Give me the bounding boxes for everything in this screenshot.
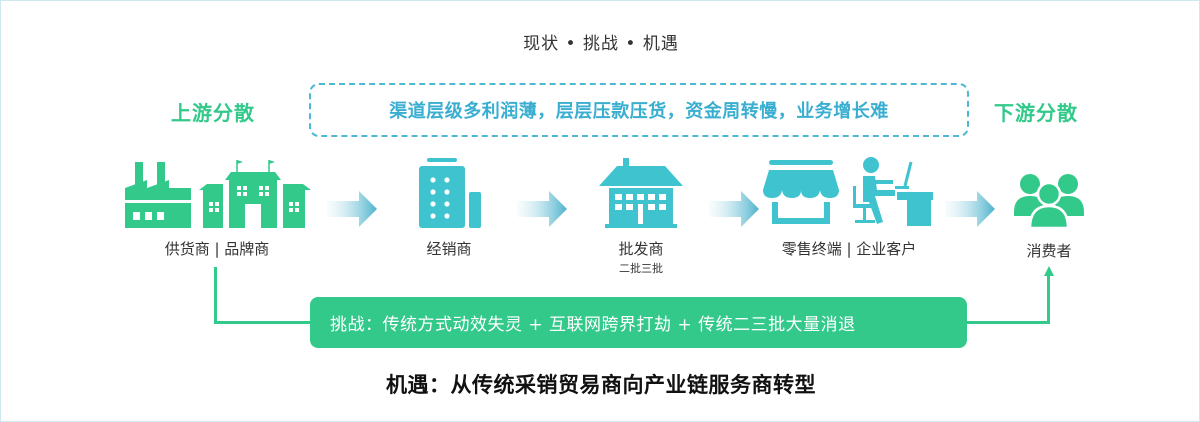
node-supplier-brand: 供货商 | 品牌商 bbox=[119, 156, 315, 259]
node-label: 经销商 bbox=[426, 240, 472, 258]
arrow-up-icon bbox=[1044, 266, 1054, 276]
pain-point-box: 渠道层级多利润薄，层层压款压货，资金周转慢，业务增长难 bbox=[309, 83, 969, 137]
node-label: 供货商 | 品牌商 bbox=[164, 240, 270, 258]
office-tower-icon bbox=[413, 156, 485, 228]
opportunity-statement: 机遇：从传统采销贸易商向产业链服务商转型 bbox=[386, 373, 816, 397]
upstream-heading: 上游分散 bbox=[171, 101, 255, 125]
challenge-box: 挑战：传统方式动效失灵 + 互联网跨界打劫 + 传统二三批大量消退 bbox=[310, 297, 967, 348]
pain-point-text: 渠道层级多利润薄，层层压款压货，资金周转慢，业务增长难 bbox=[389, 101, 889, 122]
downstream-heading: 下游分散 bbox=[994, 101, 1078, 125]
flow-arrow-right-icon bbox=[517, 189, 569, 229]
connector-line-left-horizontal bbox=[214, 321, 311, 324]
connector-line-right-horizontal bbox=[966, 321, 1048, 324]
node-label: 消费者 bbox=[1026, 242, 1072, 260]
challenge-text: 挑战：传统方式动效失灵 + 互联网跨界打劫 + 传统二三批大量消退 bbox=[330, 315, 856, 335]
node-sublabel: 二批三批 bbox=[619, 262, 663, 275]
office-buildings-icon bbox=[199, 156, 311, 228]
office-worker-icon bbox=[849, 156, 935, 228]
node-wholesaler: 批发商 二批三批 bbox=[591, 156, 691, 276]
diagram-title: 现状 • 挑战 • 机遇 bbox=[523, 34, 679, 54]
warehouse-house-icon bbox=[599, 158, 683, 228]
storefront-icon bbox=[763, 160, 839, 228]
users-group-icon bbox=[1014, 172, 1084, 228]
factory-icon bbox=[123, 160, 193, 228]
flow-arrow-right-icon bbox=[709, 189, 761, 229]
connector-line-left-vertical bbox=[214, 267, 217, 324]
node-label: 零售终端 | 企业客户 bbox=[781, 240, 917, 258]
connector-line-right-vertical bbox=[1047, 273, 1050, 324]
node-consumer: 消费者 bbox=[999, 156, 1099, 261]
flow-arrow-right-icon bbox=[327, 189, 379, 229]
node-label: 批发商 bbox=[618, 240, 664, 258]
flow-arrow-right-icon bbox=[945, 189, 997, 229]
node-distributor: 经销商 bbox=[399, 156, 499, 259]
node-retail-enterprise: 零售终端 | 企业客户 bbox=[761, 156, 937, 259]
